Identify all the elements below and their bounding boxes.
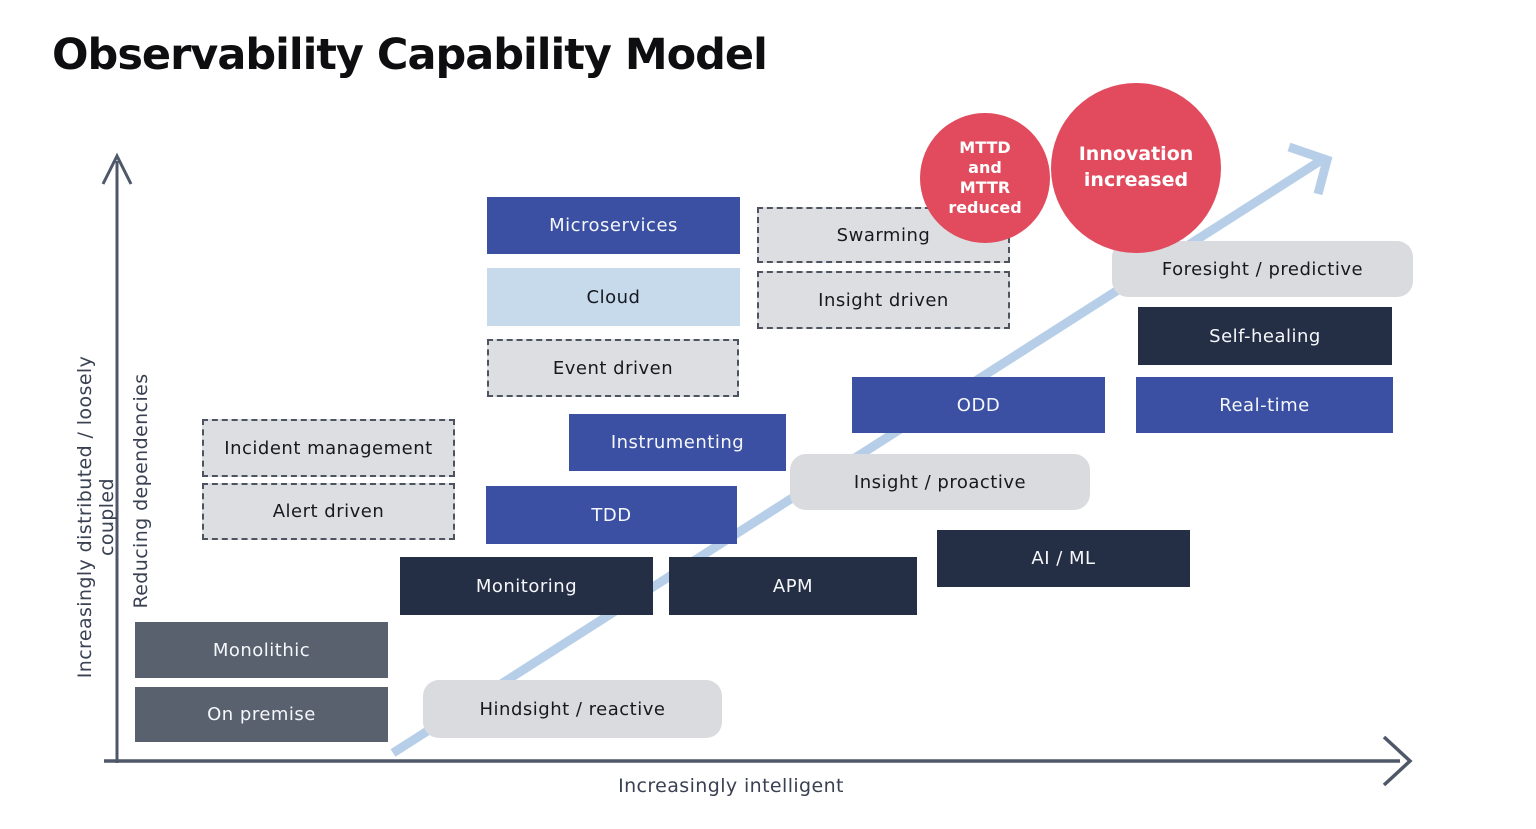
x-axis-arrow-icon [104,735,1413,787]
mttd-mttr-reduced-bubble: MTTD and MTTR reduced [920,113,1050,243]
box-ai-ml: AI / ML [937,530,1190,587]
y-axis-arrow-icon [101,152,133,763]
box-event-driven: Event driven [487,339,739,397]
box-incident-management: Incident management [202,419,455,477]
box-on-premise: On premise [135,687,388,742]
box-monolithic: Monolithic [135,622,388,678]
box-odd: ODD [852,377,1105,433]
box-hindsight-reactive: Hindsight / reactive [423,680,722,738]
box-apm: APM [669,557,917,615]
box-monitoring: Monitoring [400,557,653,615]
box-alert-driven: Alert driven [202,483,455,540]
box-cloud: Cloud [487,268,740,326]
y-axis-inner-label: Reducing dependencies [130,373,152,609]
y-axis-outer-label: Increasingly distributed / loosely coupl… [74,355,118,679]
page-title: Observability Capability Model [52,30,768,80]
innovation-increased-bubble: Innovation increased [1051,83,1221,253]
box-microservices: Microservices [487,197,740,254]
box-foresight-predictive: Foresight / predictive [1112,241,1413,297]
x-axis-label: Increasingly intelligent [618,775,844,797]
box-tdd: TDD [486,486,737,544]
box-insight-proactive: Insight / proactive [790,454,1090,510]
box-real-time: Real-time [1136,377,1393,433]
box-instrumenting: Instrumenting [569,414,786,471]
box-insight-driven: Insight driven [757,271,1010,329]
box-self-healing: Self-healing [1138,307,1392,365]
